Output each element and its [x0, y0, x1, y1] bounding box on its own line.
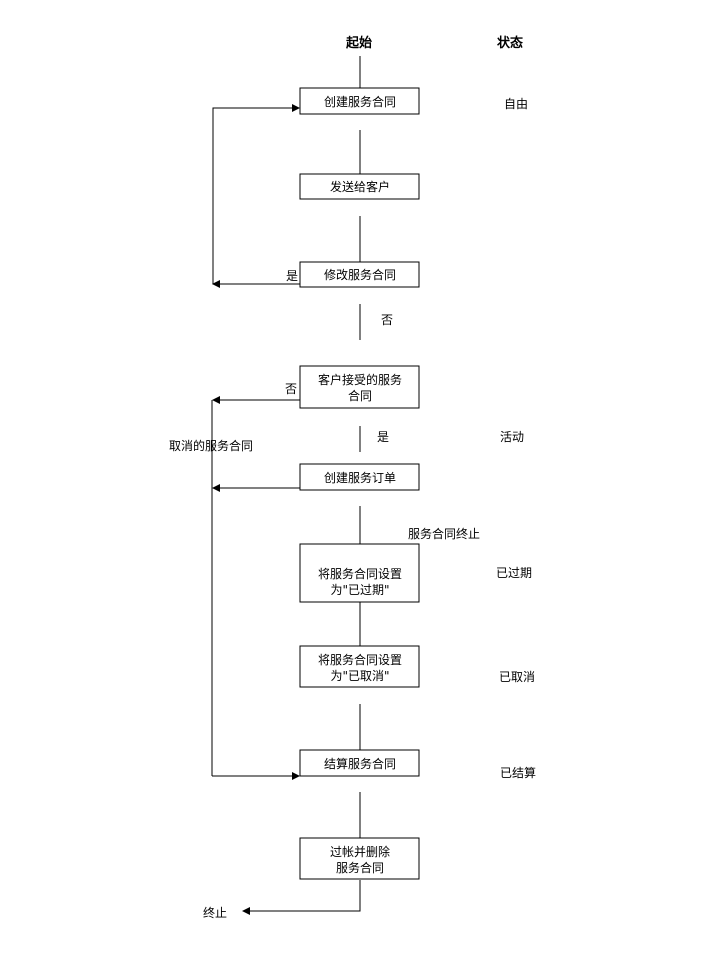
- step-create-order: [299, 463, 420, 491]
- step-post-delete: [299, 837, 420, 880]
- step-label: 服务合同: [336, 860, 384, 875]
- loop-modify-arrow: [212, 104, 300, 285]
- step-label: 为"已过期": [330, 583, 389, 597]
- step-label: 修改服务合同: [324, 267, 396, 282]
- step-label: 发送给客户: [330, 179, 390, 194]
- step-label: 过帐并删除: [330, 844, 390, 859]
- state-label: 已结算: [500, 765, 536, 780]
- step-label: 将服务合同设置: [318, 652, 402, 667]
- connector-end: [242, 880, 361, 915]
- contract-expired-label: 服务合同终止: [408, 526, 480, 541]
- state-label: 已取消: [499, 670, 535, 684]
- step-send-to-customer: [299, 173, 420, 200]
- step-modify-contract: [299, 261, 420, 288]
- edge-label-yes: 是: [286, 269, 298, 283]
- state-label: 已过期: [496, 566, 532, 580]
- state-header: 状态: [497, 35, 523, 51]
- end-label: 终止: [203, 905, 227, 920]
- step-settle-contract: [299, 749, 420, 777]
- step-set-expired: [299, 543, 420, 603]
- step-label: 结算服务合同: [324, 756, 396, 771]
- step-label: 为"已取消": [330, 669, 389, 683]
- step-label: 客户接受的服务: [318, 372, 402, 387]
- step-create-contract: [299, 87, 420, 115]
- edge-label-no: 否: [381, 313, 393, 327]
- step-label: 创建服务合同: [324, 94, 396, 109]
- start-header: 起始: [345, 35, 372, 51]
- step-set-cancelled: [299, 645, 420, 688]
- edge-label-no: 否: [285, 382, 297, 396]
- step-label: 合同: [348, 388, 372, 403]
- step-customer-accepts: [299, 365, 420, 409]
- state-label: 活动: [500, 430, 524, 444]
- step-label: 创建服务订单: [324, 470, 396, 485]
- step-label: 将服务合同设置: [318, 566, 402, 581]
- state-label: 自由: [504, 97, 528, 111]
- cancelled-contract-label: 取消的服务合同: [169, 438, 253, 453]
- edge-label-yes: 是: [377, 430, 389, 444]
